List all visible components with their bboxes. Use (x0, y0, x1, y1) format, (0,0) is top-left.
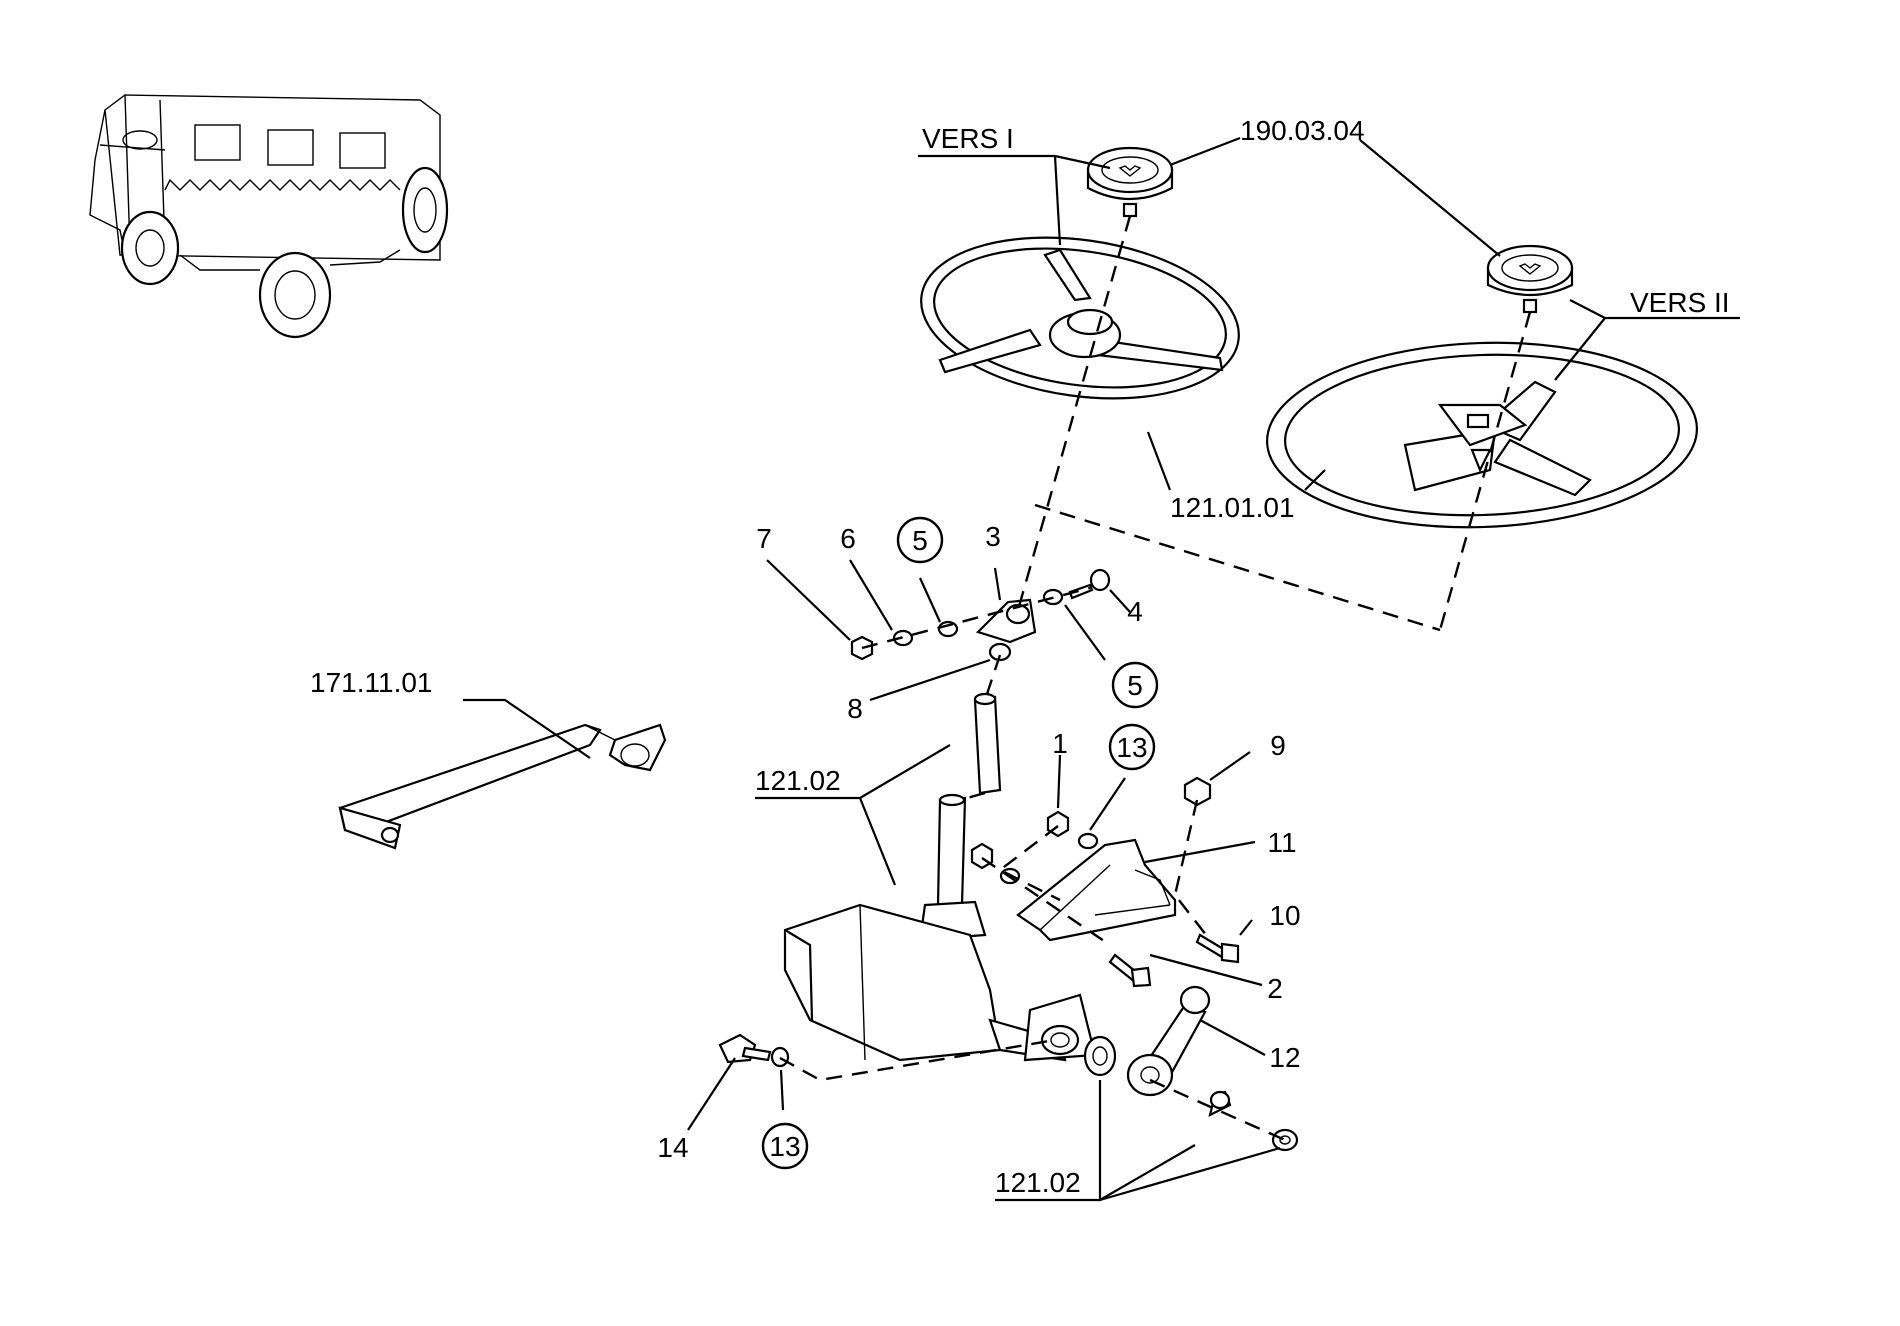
label-190-03-04: 190.03.04 (1240, 115, 1365, 146)
label-part-5-upper: 5 (912, 525, 928, 556)
mounting-bracket (1016, 838, 1177, 942)
label-part-14: 14 (657, 1132, 688, 1163)
label-121-01-01: 121.01.01 (1170, 492, 1295, 523)
label-part-1: 1 (1052, 728, 1068, 759)
label-part-4: 4 (1127, 596, 1143, 627)
horn-button-vers-2 (1486, 244, 1574, 314)
label-part-10: 10 (1269, 900, 1300, 931)
label-121-02-drop-arm: 121.02 (995, 1167, 1081, 1198)
steering-box (783, 793, 1097, 1062)
label-part-13-lower: 13 (769, 1131, 800, 1162)
label-part-9: 9 (1270, 730, 1286, 761)
label-vers-1: VERS I (922, 123, 1014, 154)
label-part-5-lower: 5 (1127, 670, 1143, 701)
leader-lines (463, 136, 1740, 1202)
label-171-11-01: 171.11.01 (310, 667, 433, 698)
bolt-14-assembly (718, 1033, 790, 1068)
vehicle-thumbnail (89, 94, 449, 339)
drop-arm-parts (1083, 985, 1299, 1152)
steering-wheel-vers-2 (1266, 341, 1698, 529)
label-part-12: 12 (1269, 1042, 1300, 1073)
label-121-02-steering-box: 121.02 (755, 765, 841, 796)
label-vers-2: VERS II (1630, 287, 1730, 318)
label-part-7: 7 (756, 523, 772, 554)
label-part-2: 2 (1267, 973, 1283, 1004)
label-part-13-upper: 13 (1116, 732, 1147, 763)
clamp-assembly (850, 568, 1111, 795)
assembly-dashed-lines (779, 215, 1532, 1142)
circled-markers (761, 516, 1159, 1170)
label-part-11: 11 (1267, 827, 1296, 858)
horn-button-vers-1 (1086, 146, 1174, 218)
label-part-8: 8 (847, 693, 863, 724)
stay-bracket (338, 723, 667, 850)
steering-wheel-vers-1 (920, 236, 1240, 400)
label-part-3: 3 (985, 521, 1001, 552)
fasteners-bracket (970, 776, 1240, 988)
label-part-6: 6 (840, 523, 856, 554)
